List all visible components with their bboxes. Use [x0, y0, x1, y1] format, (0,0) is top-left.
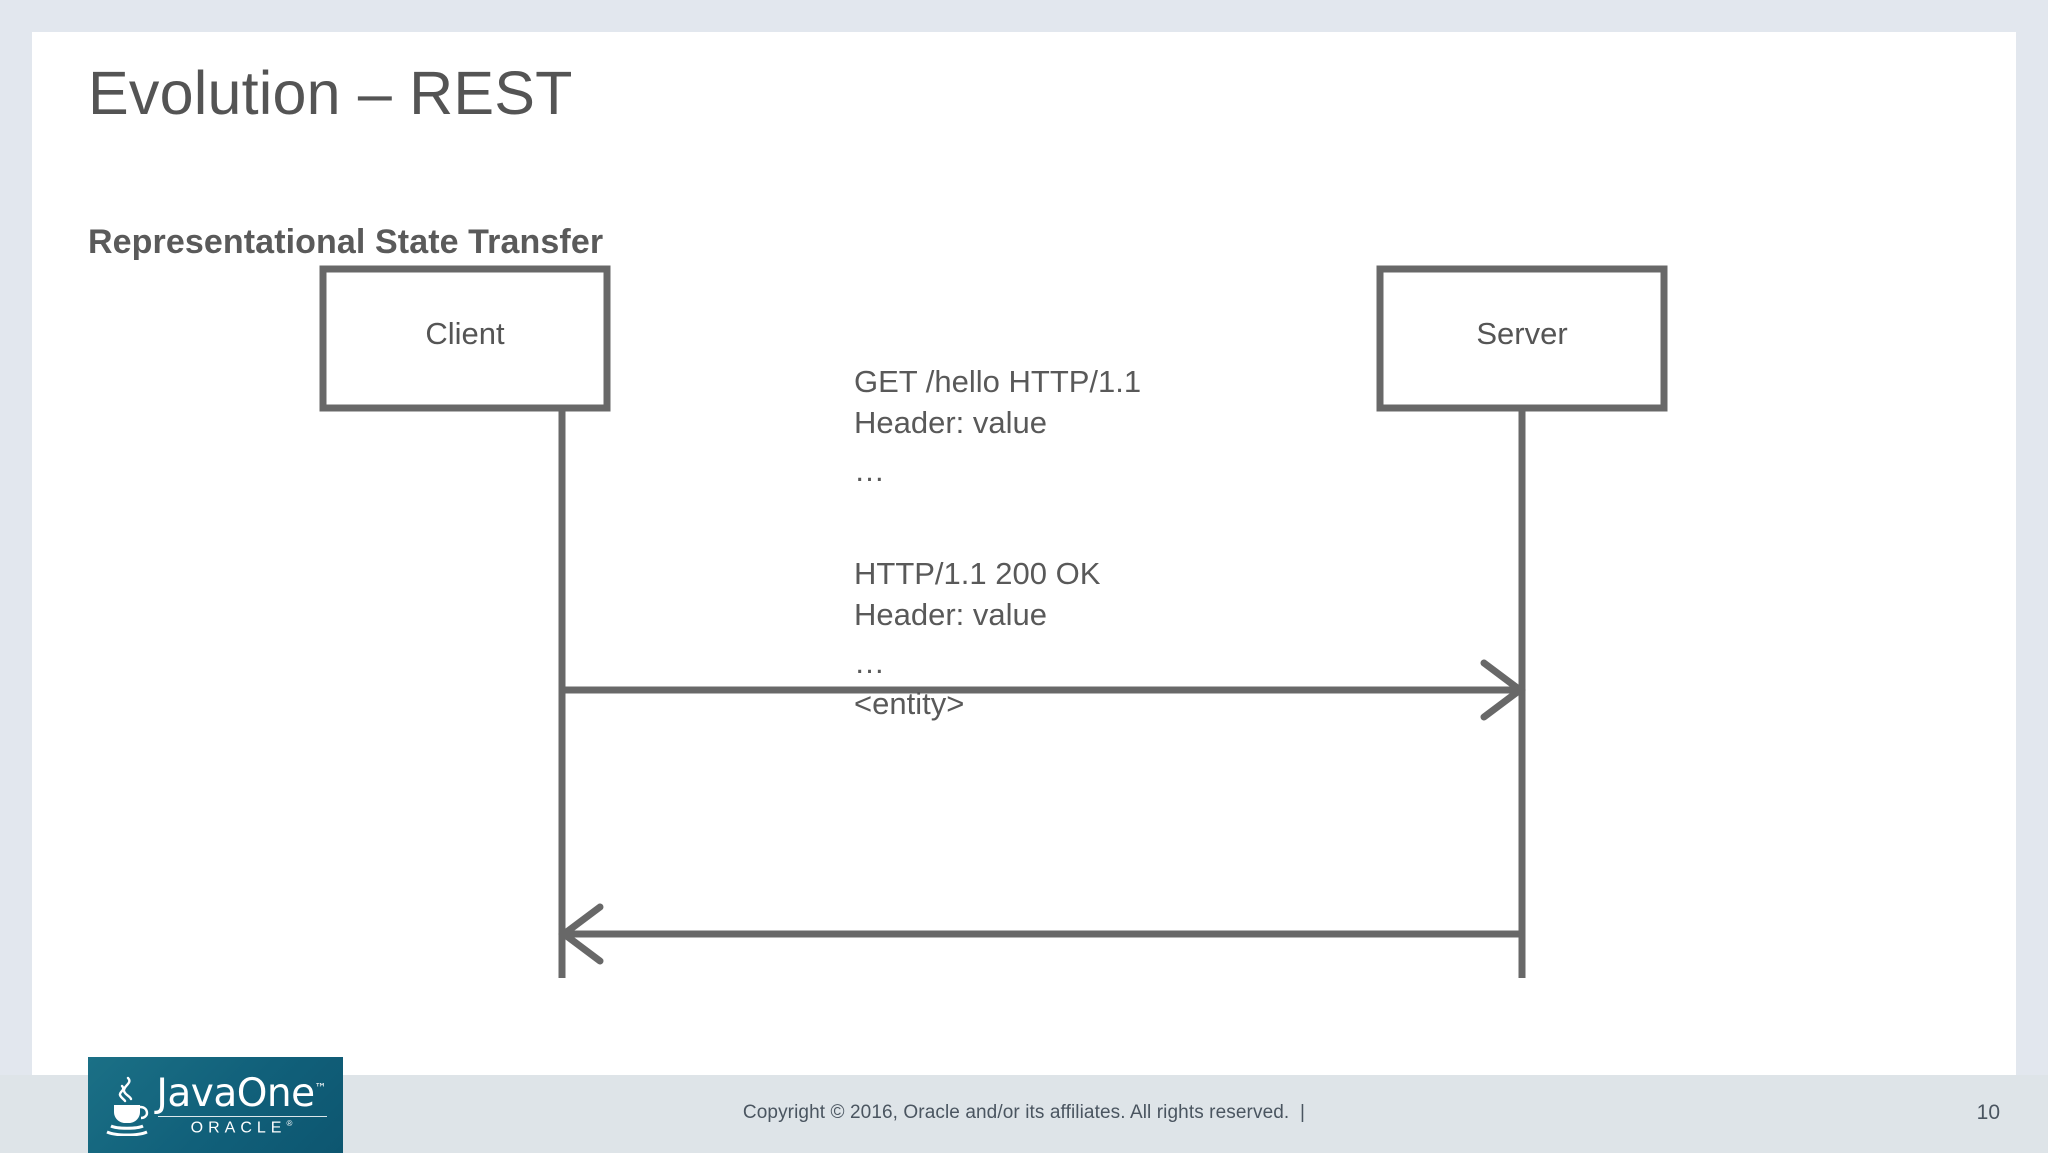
request-line-3: …: [854, 453, 885, 488]
request-arrow-head: [1480, 659, 1526, 721]
logo-oracle-text: ORACLE®: [190, 1119, 293, 1137]
server-box: [1376, 265, 1668, 412]
request-line-2: Header: value: [854, 405, 1047, 440]
response-arrow-head: [558, 903, 604, 965]
response-line-4: <entity>: [854, 686, 964, 721]
logo-trademark-mark: ™: [314, 1081, 327, 1096]
page-title: Evolution – REST: [88, 59, 573, 127]
request-line-1: GET /hello HTTP/1.1: [854, 364, 1141, 399]
response-line-2: Header: value: [854, 597, 1047, 632]
response-line-3: …: [854, 645, 885, 680]
client-box: [319, 265, 611, 412]
logo-javaone-text: JavaOne™: [156, 1071, 327, 1117]
logo-wordmark-group: JavaOne™ ORACLE®: [156, 1071, 327, 1137]
participant-label-client: Client: [425, 316, 505, 351]
footer-copyright: Copyright © 2016, Oracle and/or its affi…: [742, 1102, 1306, 1123]
logo-divider: [158, 1116, 327, 1118]
response-line-1: HTTP/1.1 200 OK: [854, 556, 1101, 591]
sequence-diagram: Client Server GET /hello HTTP/1.1 Header…: [32, 32, 2016, 1075]
slide-canvas: Evolution – REST Representational State …: [32, 32, 2016, 1075]
logo-registered-mark: ®: [286, 1119, 293, 1129]
slide-subtitle: Representational State Transfer: [88, 223, 604, 261]
participant-label-server: Server: [1476, 316, 1567, 351]
java-coffee-cup-icon: [104, 1074, 150, 1137]
slide-page-number: 10: [1976, 1101, 2000, 1124]
javaone-oracle-logo: JavaOne™ ORACLE®: [88, 1057, 343, 1153]
